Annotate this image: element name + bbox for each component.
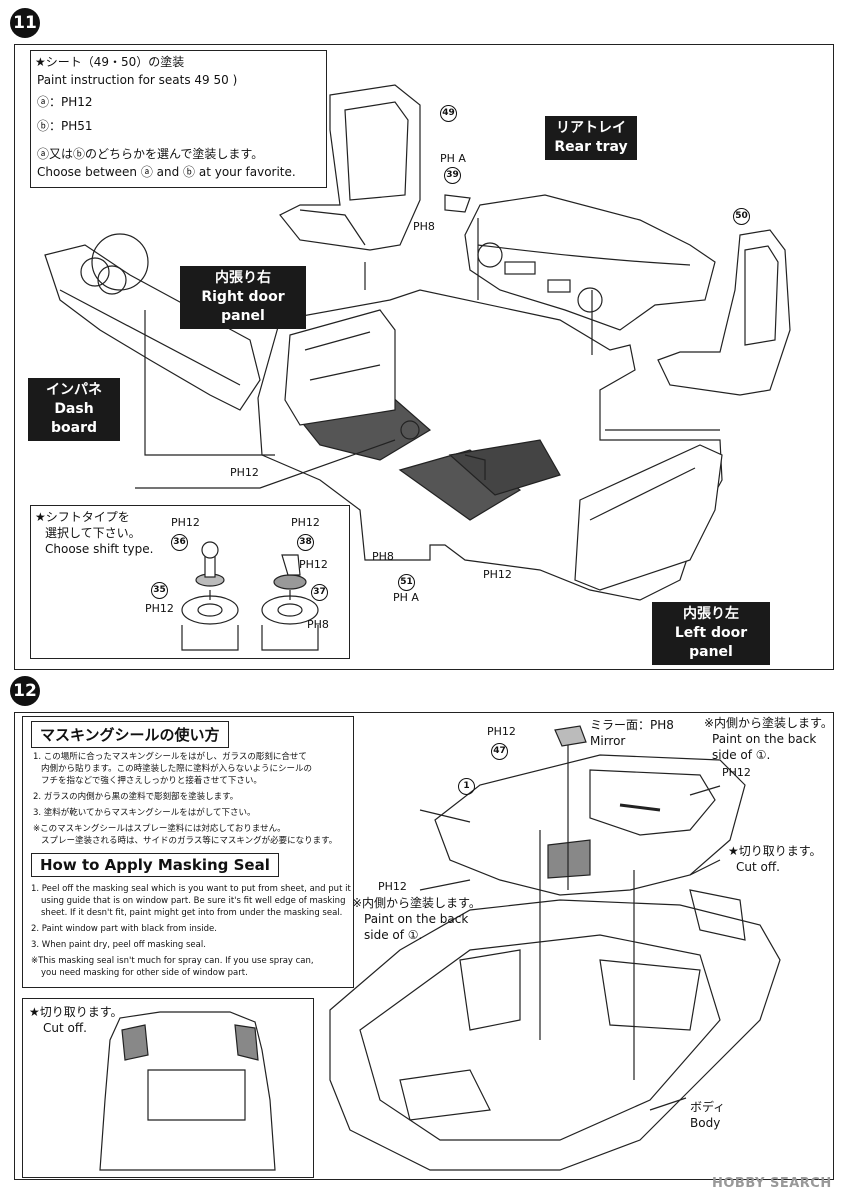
masking-en-line-1: 1. Peel off the masking seal which is yo…	[31, 884, 351, 894]
rear-tray-label-jp: リアトレイ	[556, 120, 626, 136]
seat-paint-option-a: ⓐ：PH12	[37, 95, 93, 109]
masking-jp-line-7: スプレー塗装される時は、サイドのガラス等にマスキングが必要になります。	[41, 836, 338, 846]
masking-en-line-3: sheet. If it desn't fit, paint might get…	[41, 908, 343, 918]
masking-jp-line-2: 内側から貼ります。この時塗装した際に塗料が入らないようにシールの	[41, 764, 312, 774]
part-49-badge: 49	[440, 105, 457, 122]
inside-paint-note-en-left-1: Paint on the back	[364, 912, 469, 926]
masking-en-line-5: 3. When paint dry, peel off masking seal…	[31, 940, 206, 950]
dash-board-label: インパネ Dash board	[28, 378, 120, 441]
inside-paint-note-en-left-2: side of ①.	[364, 928, 423, 942]
cut-off-right-en: Cut off.	[736, 860, 780, 874]
masking-en-line-4: 2. Paint window part with black from ins…	[31, 924, 217, 934]
step-12-number: 12	[10, 676, 40, 706]
part-51-paint-code: PH A	[393, 591, 419, 604]
right-door-label-en: Right door panel	[201, 289, 285, 324]
part-47-ph12: PH12	[487, 725, 516, 738]
body-label-jp: ボディ	[690, 1100, 726, 1114]
seat-paint-choose-jp: ⓐ又はⓑのどちらかを選んで塗装します。	[37, 147, 264, 161]
part-38-badge: 38	[297, 534, 314, 551]
shift-type-title-jp-2: 選択して下さい。	[45, 526, 141, 540]
masking-en-line-2: using guide that is on window part. Be s…	[41, 896, 346, 906]
shift-38-ph12-top: PH12	[291, 516, 320, 529]
step-11-diagram-art	[44, 84, 791, 651]
body-label-en: Body	[690, 1116, 721, 1130]
rear-tray-label-en: Rear tray	[554, 139, 628, 155]
right-door-panel-label: 内張り右 Right door panel	[180, 266, 306, 329]
floor-ph12-code: PH12	[230, 466, 259, 479]
part-47-badge: 47	[491, 743, 508, 760]
step-12-diagram-art	[99, 725, 781, 1171]
part-37-badge: 37	[311, 584, 328, 601]
cut-off-right-jp: ★切り取ります。	[728, 844, 822, 858]
floor-ph8-code: PH8	[372, 550, 394, 563]
part-36-badge: 36	[171, 534, 188, 551]
masking-en-line-6: ※This masking seal isn't much for spray …	[31, 956, 314, 966]
rear-tray-label: リアトレイ Rear tray	[545, 116, 637, 160]
mirror-label-en: Mirror	[590, 734, 626, 748]
part-39-badge: 39	[444, 167, 461, 184]
shift-type-title-jp-1: ★シフトタイプを	[35, 510, 130, 524]
masking-jp-line-4: 2. ガラスの内側から黒の塗料で彫刻部を塗装します。	[33, 792, 239, 802]
seat-paint-choose-en: Choose between ⓐ and ⓑ at your favorite.	[37, 165, 296, 179]
part-35-badge: 35	[151, 582, 168, 599]
mirror-face-label-jp: ミラー面：PH8	[590, 718, 674, 732]
shift-35-ph12: PH12	[145, 602, 174, 615]
masking-jp-line-6: ※このマスキングシールはスプレー塗料には対応しておりません。	[33, 824, 286, 834]
part-39-ph8: PH8	[413, 220, 435, 233]
left-door-label-en: Left door panel	[674, 625, 748, 660]
seat-paint-option-b: ⓑ：PH51	[37, 119, 93, 133]
window-ph12-left: PH12	[378, 880, 407, 893]
seat-paint-title-jp: ★シート（49・50）の塗装	[35, 55, 185, 69]
part-39-paint-code: PH A	[440, 152, 466, 165]
dash-board-label-en: Dash board	[50, 401, 97, 436]
seat-paint-instruction-box: ★シート（49・50）の塗装 Paint instruction for sea…	[30, 50, 327, 188]
tunnel-ph12-code: PH12	[483, 568, 512, 581]
part-1-badge: 1	[458, 778, 475, 795]
cutoff-detail-box: ★切り取ります。 Cut off.	[22, 998, 314, 1178]
shift-37-ph8: PH8	[307, 618, 329, 631]
left-door-label-jp: 内張り左	[683, 606, 739, 622]
masking-title-en: How to Apply Masking Seal	[31, 853, 279, 877]
masking-instructions-box: マスキングシールの使い方 1. この場所に合ったマスキングシールをはがし、ガラス…	[22, 716, 354, 988]
inside-paint-note-jp-left: ※内側から塗装します。	[352, 896, 481, 910]
part-51-badge: 51	[398, 574, 415, 591]
masking-jp-line-1: 1. この場所に合ったマスキングシールをはがし、ガラスの彫刻に合せて	[33, 752, 307, 762]
inside-paint-note-jp-right: ※内側から塗装します。	[704, 716, 833, 730]
step-11-number: 11	[10, 8, 40, 38]
masking-jp-line-5: 3. 塗料が乾いてからマスキングシールをはがして下さい。	[33, 808, 256, 818]
shift-38-ph12: PH12	[299, 558, 328, 571]
masking-jp-line-3: フチを指などで強く押さえしっかりと接着させて下さい。	[41, 776, 262, 786]
shift-36-ph12: PH12	[171, 516, 200, 529]
cutoff-detail-jp: ★切り取ります。	[29, 1005, 123, 1019]
left-door-panel-label: 内張り左 Left door panel	[652, 602, 770, 665]
seat-paint-title-en: Paint instruction for seats 49 50 )	[37, 73, 238, 87]
inside-paint-note-en-right-2: side of ①.	[712, 748, 771, 762]
part-50-badge: 50	[733, 208, 750, 225]
inside-paint-note-en-right-1: Paint on the back	[712, 732, 817, 746]
masking-title-jp: マスキングシールの使い方	[31, 721, 229, 748]
window-ph12-right: PH12	[722, 766, 751, 779]
shift-type-box: ★シフトタイプを 選択して下さい。 Choose shift type. PH1…	[30, 505, 350, 659]
hobby-search-watermark: HOBBY SEARCH	[712, 1176, 832, 1191]
dash-board-label-jp: インパネ	[46, 382, 102, 398]
cutoff-detail-en: Cut off.	[43, 1021, 87, 1035]
right-door-label-jp: 内張り右	[215, 270, 271, 286]
masking-en-line-7: you need masking for other side of windo…	[41, 968, 248, 978]
shift-type-title-en: Choose shift type.	[45, 542, 154, 556]
